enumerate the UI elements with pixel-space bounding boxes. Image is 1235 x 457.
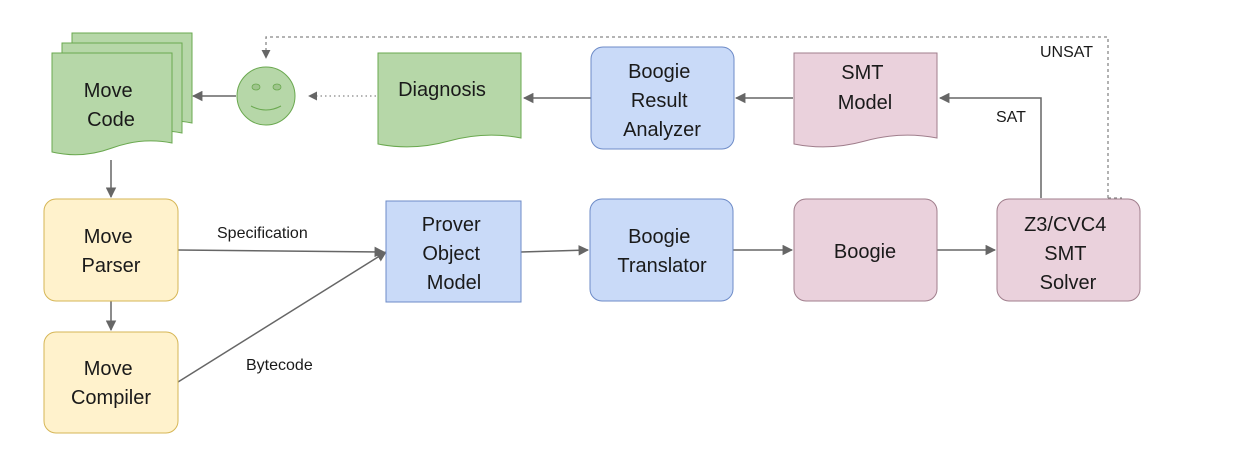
pom-line-1: Prover <box>422 214 481 236</box>
pom-line-3: Model <box>427 272 481 294</box>
diagnosis-label: Diagnosis <box>398 79 486 101</box>
translator-line-2: Translator <box>617 255 707 277</box>
svg-text:Boogie Result Anal: Boogie Result Analyzer <box>623 61 701 141</box>
smt-model-line-1: SMT <box>841 62 883 84</box>
label-specification: Specification <box>217 225 308 242</box>
boogie-label: Boogie <box>834 241 896 263</box>
edge-sat <box>938 92 1042 198</box>
smiley-face-icon <box>236 66 296 126</box>
boogie-translator-box: Boogie Translator <box>589 198 734 302</box>
smt-solver-box: Z3/CVC4 SMT Solver <box>996 198 1141 302</box>
label-unsat: UNSAT <box>1040 44 1093 61</box>
svg-text:Move Compiler: Move Compiler <box>71 358 151 409</box>
edge-pom-to-translator <box>520 245 590 256</box>
smt-model-document: SMT Model <box>793 52 938 148</box>
solver-line-3: Solver <box>1040 272 1097 294</box>
move-compiler-box: Move Compiler <box>43 331 179 434</box>
move-code-line-1: Move <box>84 80 133 102</box>
prover-object-model-box: Prover Object Model <box>385 200 522 303</box>
analyzer-line-2: Result <box>631 90 688 112</box>
edge-specification <box>177 246 386 258</box>
svg-text:Z3/CVC4 SMT Solver: Z3/CVC4 SMT Solver <box>1024 214 1112 294</box>
parser-line-1: Move <box>84 226 133 248</box>
move-code-document-stack: Move Code <box>51 32 193 156</box>
pom-line-2: Object <box>422 243 480 265</box>
svg-text:Prover Object Mode: Prover Object Model <box>422 214 486 294</box>
label-bytecode: Bytecode <box>246 357 313 374</box>
edge-unsat <box>261 36 1109 198</box>
edge-bytecode <box>177 251 387 383</box>
diagnosis-document: Diagnosis <box>377 52 522 148</box>
boogie-result-analyzer-box: Boogie Result Analyzer <box>590 46 735 150</box>
svg-text:SMT Model: SMT Model <box>838 62 892 114</box>
svg-text:Boogie Translator: Boogie Translator <box>617 226 707 277</box>
svg-text:Boogie: Boogie <box>834 241 896 263</box>
compiler-line-1: Move <box>84 358 133 380</box>
label-sat: SAT <box>996 109 1026 126</box>
translator-line-1: Boogie <box>628 226 690 248</box>
analyzer-line-1: Boogie <box>628 61 690 83</box>
analyzer-line-3: Analyzer <box>623 119 701 141</box>
smt-model-line-2: Model <box>838 92 892 114</box>
move-parser-box: Move Parser <box>43 198 179 302</box>
parser-line-2: Parser <box>82 255 141 277</box>
svg-text:Move Parser: Move Parser <box>82 226 141 277</box>
move-code-line-2: Code <box>87 109 135 131</box>
svg-text:Move Code: Move Code <box>84 80 138 131</box>
compiler-line-2: Compiler <box>71 387 151 409</box>
solver-line-1: Z3/CVC4 <box>1024 214 1106 236</box>
svg-text:Diagnosis: Diagnosis <box>398 79 486 101</box>
solver-line-2: SMT <box>1044 243 1086 265</box>
boogie-box: Boogie <box>793 198 938 302</box>
